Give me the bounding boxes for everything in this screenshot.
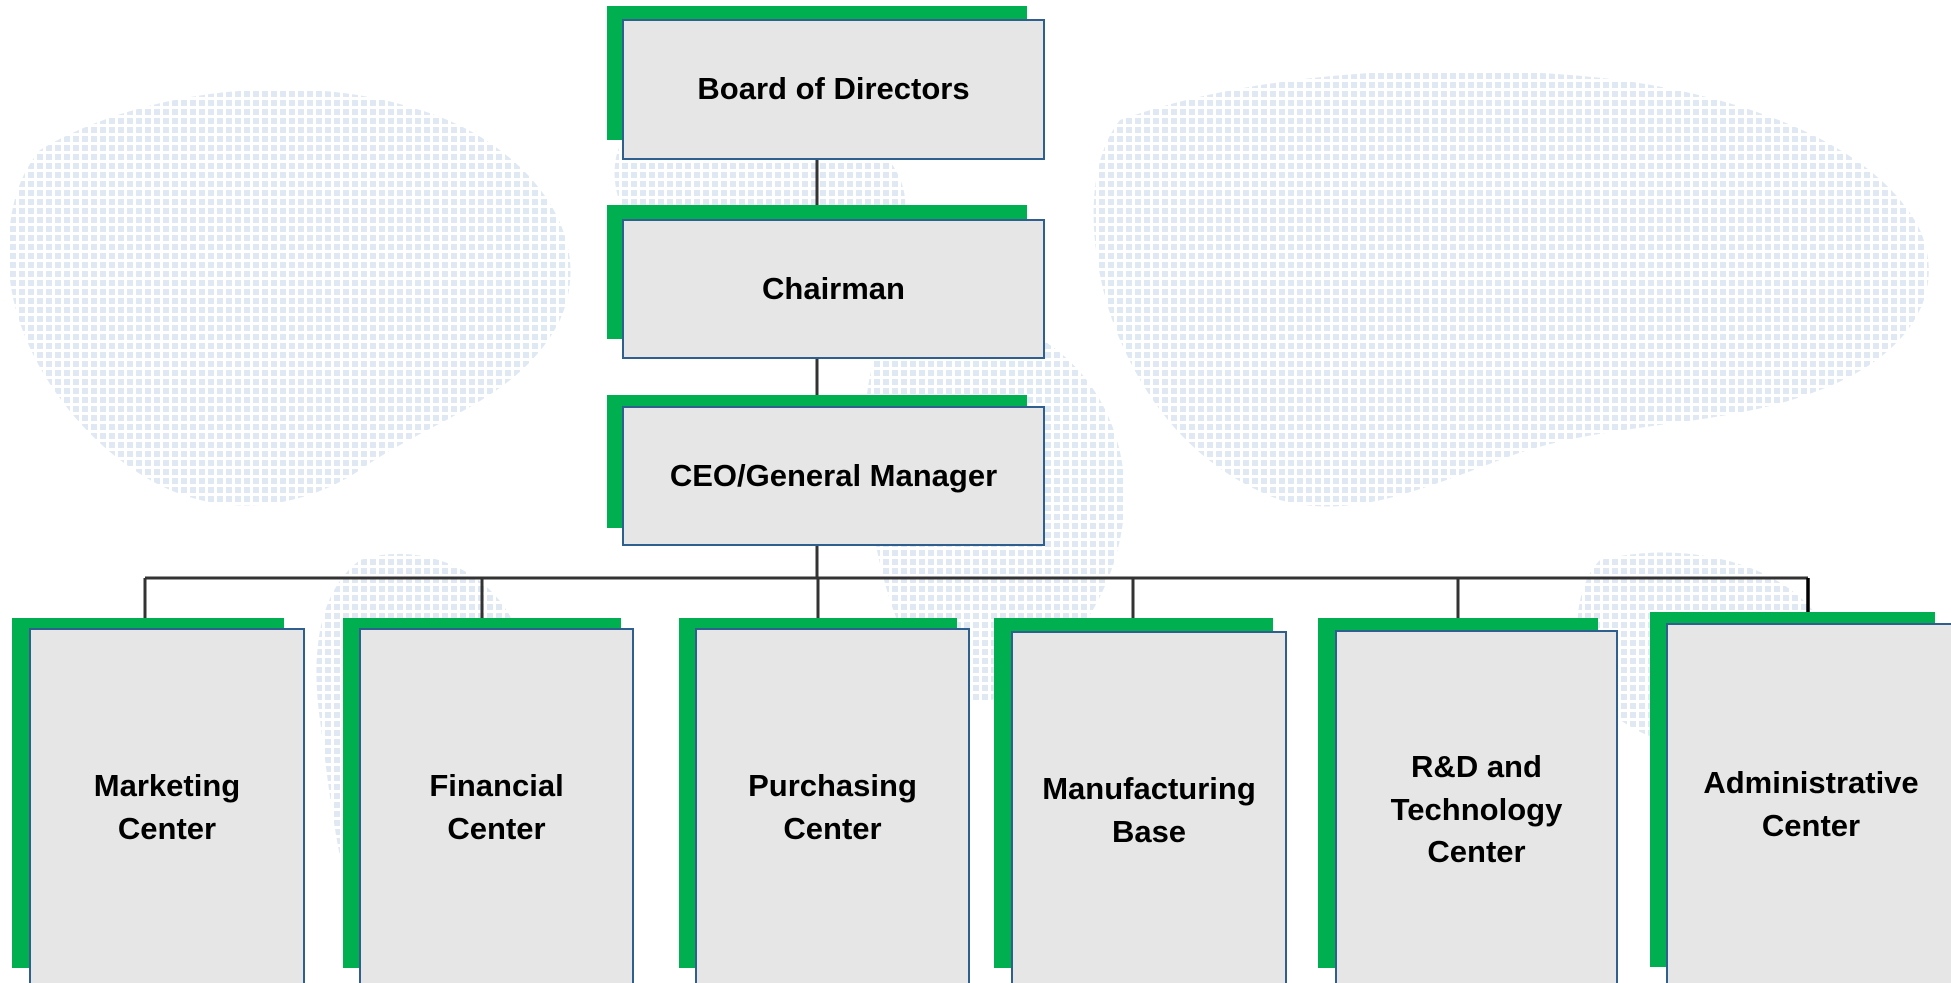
node-label: CEO/General Manager	[669, 457, 998, 493]
node-label: Board of Directors	[697, 71, 970, 107]
node-marketing-center: Marketing Center	[12, 618, 305, 983]
node-label: R&D and Technology Center	[1390, 748, 1563, 870]
node-financial-center: Financial Center	[343, 618, 634, 983]
node-ceo-general-manager: CEO/General Manager	[607, 395, 1045, 546]
node-label: Administrative Center	[1703, 765, 1919, 843]
node-administrative-center: Administrative Center	[1650, 612, 1951, 983]
node-purchasing-center: Purchasing Center	[679, 618, 970, 983]
node-rnd-technology-center: R&D and Technology Center	[1318, 618, 1618, 983]
node-label: Manufacturing Base	[1042, 771, 1256, 849]
node-board-of-directors: Board of Directors	[607, 6, 1045, 160]
node-chairman: Chairman	[607, 205, 1045, 359]
node-label: Purchasing Center	[748, 768, 917, 846]
node-label: Financial Center	[429, 768, 564, 846]
node-label: Marketing Center	[93, 768, 241, 846]
node-label: Chairman	[762, 270, 905, 306]
node-manufacturing-base: Manufacturing Base	[994, 618, 1287, 983]
